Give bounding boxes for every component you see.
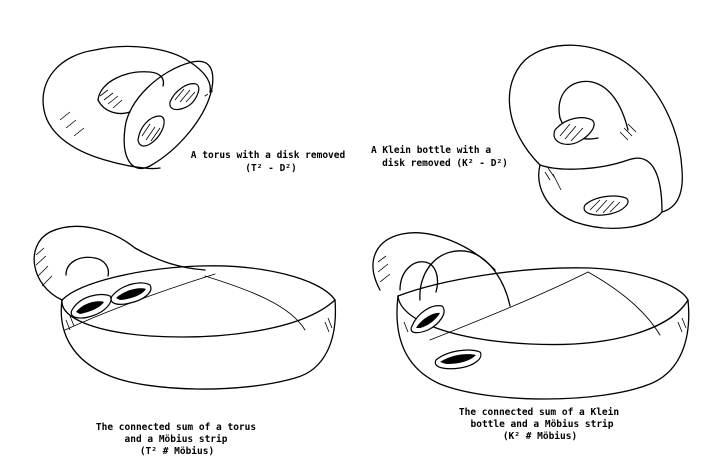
caption-line: bottle and a Möbius strip: [471, 419, 614, 430]
caption-line: and a Möbius strip: [125, 434, 228, 445]
caption-line: disk removed (K² - D²): [382, 158, 508, 169]
torus-minus-disk-figure: [43, 46, 214, 168]
torus-minus-disk-caption: A torus with a disk removed (T² - D²): [191, 150, 346, 174]
klein-minus-disk-caption: A Klein bottle with a disk removed (K² -…: [371, 145, 508, 169]
caption-line: The connected sum of a Klein: [459, 407, 619, 418]
caption-line: A torus with a disk removed: [191, 150, 346, 161]
caption-line: The connected sum of a torus: [96, 422, 256, 433]
klein-minus-disk-figure: [509, 45, 682, 228]
caption-line: (T² # Möbius): [140, 446, 214, 457]
caption-line: (T² - D²): [245, 163, 296, 174]
torus-mobius-sum-caption: The connected sum of a torus and a Möbiu…: [96, 422, 256, 457]
torus-mobius-sum-figure: [34, 226, 335, 389]
caption-line: (K² # Möbius): [503, 431, 577, 442]
klein-mobius-sum-caption: The connected sum of a Klein bottle and …: [459, 407, 619, 442]
klein-mobius-sum-figure: [373, 233, 689, 399]
caption-line: A Klein bottle with a: [371, 145, 491, 156]
